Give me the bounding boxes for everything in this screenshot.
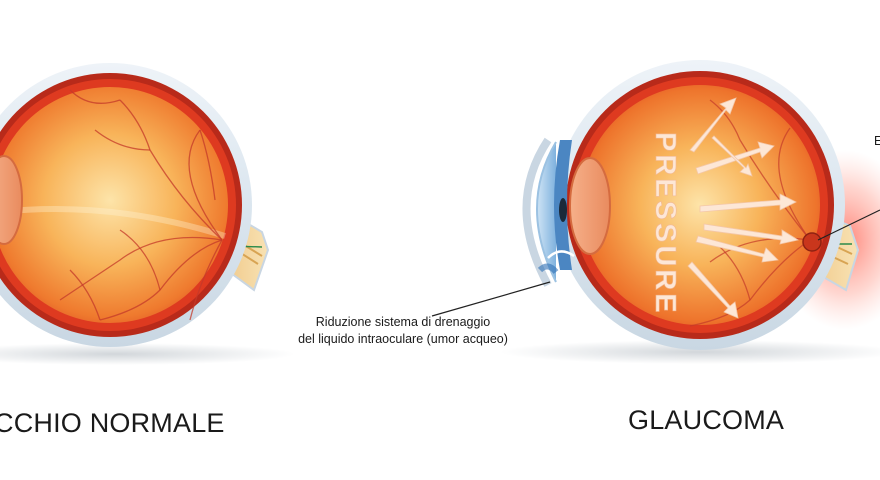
outward-arrow-icon xyxy=(695,235,779,263)
drainage-annotation-line-2: del liquido intraoculare (umor acqueo) xyxy=(298,332,508,346)
normal-vitreous xyxy=(0,87,228,323)
glaucoma-title: GLAUCOMA xyxy=(628,405,785,435)
normal-eye-shadow xyxy=(0,343,295,365)
outward-arrow-icon xyxy=(699,193,797,213)
normal-eye-title: CCHIO NORMALE xyxy=(0,408,225,438)
normal-blood-vessels xyxy=(59,89,223,321)
glaucoma-eye-shadow xyxy=(500,340,880,364)
optic-disc-cupping xyxy=(802,232,822,252)
outward-arrow-icon xyxy=(687,261,739,319)
optic-nerve-leader-line xyxy=(817,209,880,241)
drainage-annotation-line-1: Riduzione sistema di drenaggio xyxy=(315,315,491,329)
drainage-leader-line xyxy=(431,281,551,317)
outward-arrow-icon xyxy=(711,135,753,177)
outward-arrow-icon xyxy=(703,223,800,245)
drainage-annotation: Riduzione sistema di drenaggio del liqui… xyxy=(272,314,534,348)
drainage-flow-arrow xyxy=(547,250,575,259)
cropped-optic-label: E xyxy=(874,134,880,148)
glaucoma-lens xyxy=(569,157,611,255)
pressure-arrows xyxy=(687,97,800,319)
outward-arrow-icon xyxy=(689,97,737,153)
normal-lens xyxy=(0,155,23,245)
glaucoma-eye: PRESSURE xyxy=(500,60,880,364)
pressure-label: PRESSURE xyxy=(649,132,681,316)
normal-eye xyxy=(0,63,295,365)
